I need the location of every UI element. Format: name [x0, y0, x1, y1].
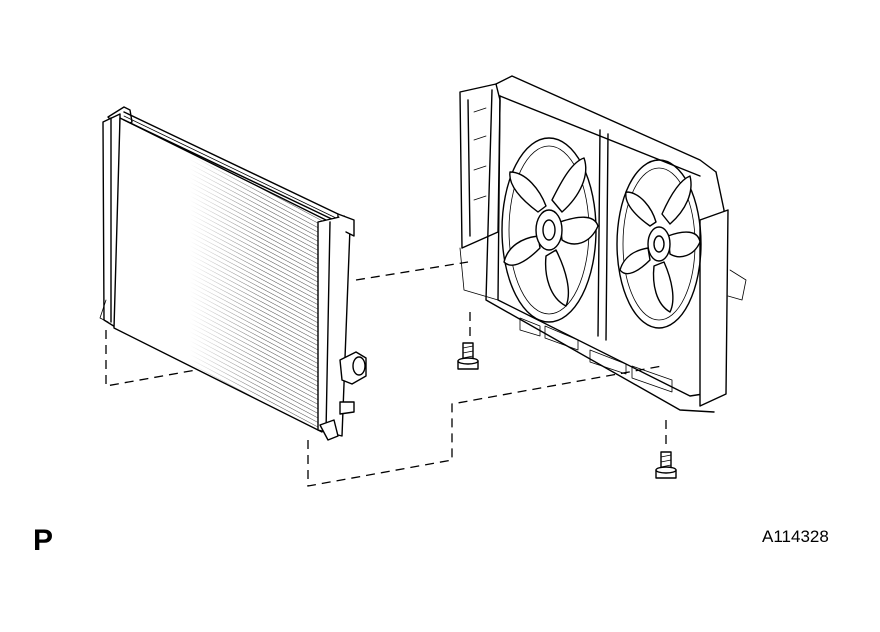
alignment-lines	[105, 261, 667, 487]
figure-id: A114328	[762, 527, 829, 546]
radiator	[99, 106, 367, 441]
fan-shroud	[459, 75, 747, 413]
bolt-left	[457, 342, 479, 370]
view-label: P	[33, 524, 54, 557]
left-fan	[501, 137, 599, 323]
right-fan	[616, 159, 702, 329]
bolt-right	[655, 451, 677, 479]
